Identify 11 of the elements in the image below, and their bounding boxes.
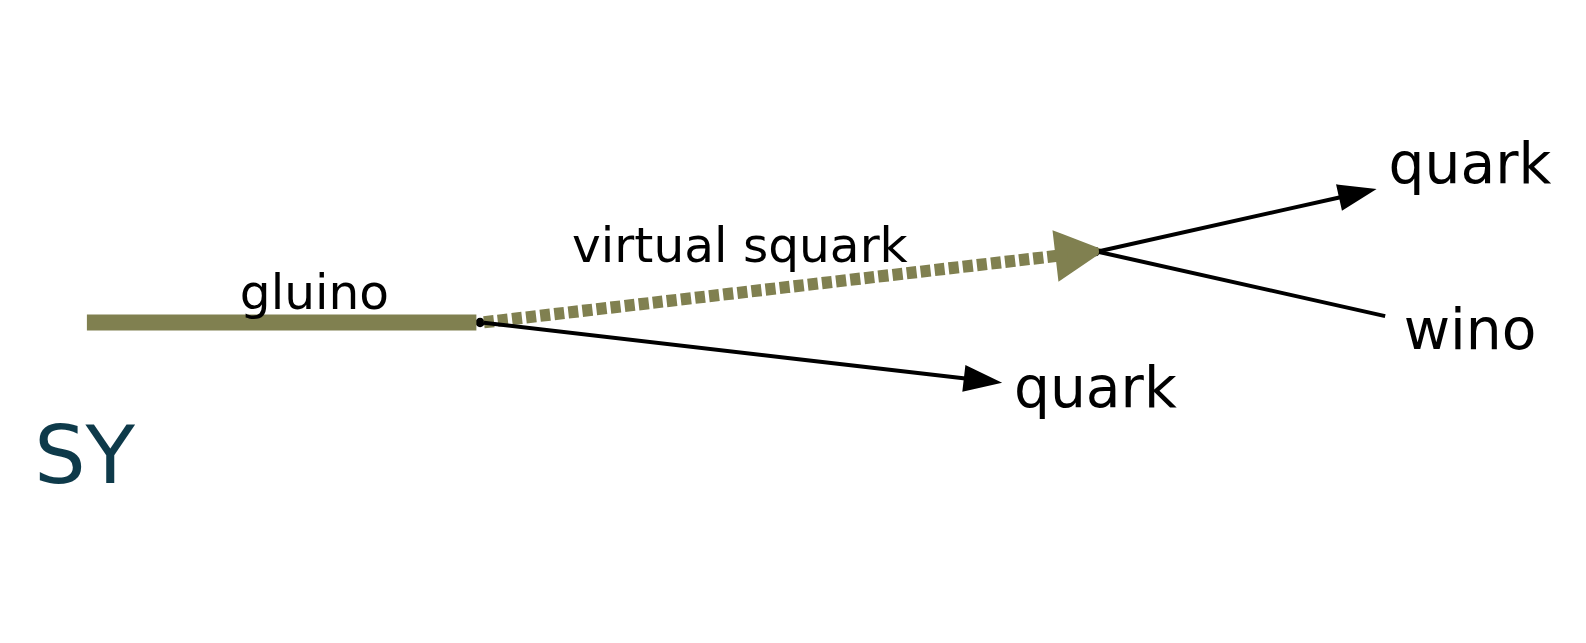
edge-label: virtual squark — [572, 216, 908, 273]
connector — [86, 313, 477, 331]
node-text: wino — [1403, 295, 1537, 362]
connector — [1098, 249, 1386, 318]
node-point — [475, 317, 485, 327]
edge-label: gluino — [239, 263, 390, 320]
label: SY — [34, 407, 136, 501]
arrow — [1098, 183, 1377, 253]
node-text: quark — [1013, 353, 1177, 420]
arrow — [483, 320, 1003, 392]
node-text: quark — [1388, 129, 1552, 196]
